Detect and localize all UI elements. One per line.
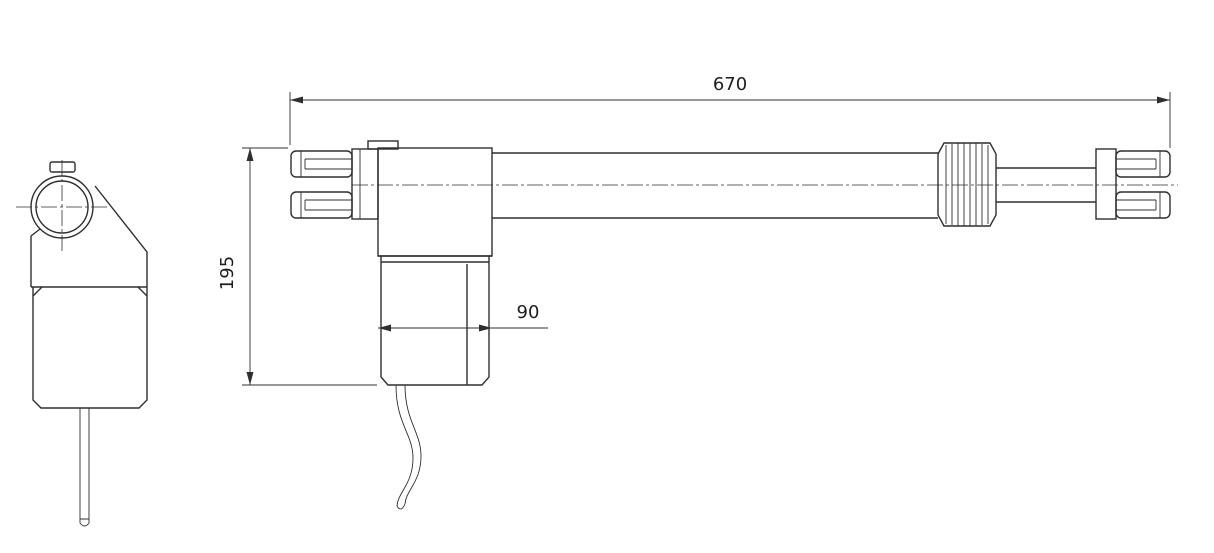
dim-motor-width-value: 90 [517,302,540,323]
gearbox-block [377,147,493,257]
collar-knurling [945,143,989,226]
side-top-tab [49,161,76,173]
piston-rod-lines [996,167,1096,203]
left-clevis-base [351,148,379,220]
left-clevis [290,148,379,220]
arrow-down-icon [246,372,254,385]
cable-end-cap [396,503,406,510]
dim-overall-length: 670 [289,74,1171,148]
dim-overall-height-lines [242,147,377,386]
arrow-up-icon [246,148,254,161]
outer-tube [492,152,938,219]
motor-block [378,255,492,386]
dim-overall-length-lines [289,92,1171,148]
housing-top-tab [367,140,399,150]
power-cable [395,384,422,510]
main-view [290,140,1178,510]
right-clevis [1095,148,1171,220]
dim-overall-length-value: 670 [713,74,747,95]
left-clevis-slot-details [300,151,352,218]
piston-rod [996,167,1096,203]
right-clevis-bottom-prong [1115,191,1171,219]
arrow-right-icon [1157,96,1170,104]
side-spindle-rod [79,408,90,527]
cable-left-edge [395,384,414,507]
outer-tube-lines [492,152,938,219]
lock-collar [937,142,997,227]
dim-motor-width: 90 [378,302,548,332]
collar-outline [937,142,997,227]
left-clevis-top-prong [290,150,353,178]
arrow-left-icon [378,324,391,332]
right-clevis-top-prong [1115,150,1171,178]
dim-overall-height: 195 [217,147,377,386]
left-clevis-bottom-prong [290,191,353,219]
motor-housing [367,140,493,386]
dim-overall-height-value: 195 [217,256,238,290]
arrow-left-icon [290,96,303,104]
right-clevis-slot-details [1116,151,1161,218]
right-clevis-base [1095,148,1117,220]
arrow-right-icon [479,324,492,332]
side-view [16,160,148,527]
dimensions: 670 195 90 [217,74,1171,386]
side-center-marks [16,160,108,254]
cable-right-edge [404,384,422,505]
side-housing-outline [30,185,148,409]
